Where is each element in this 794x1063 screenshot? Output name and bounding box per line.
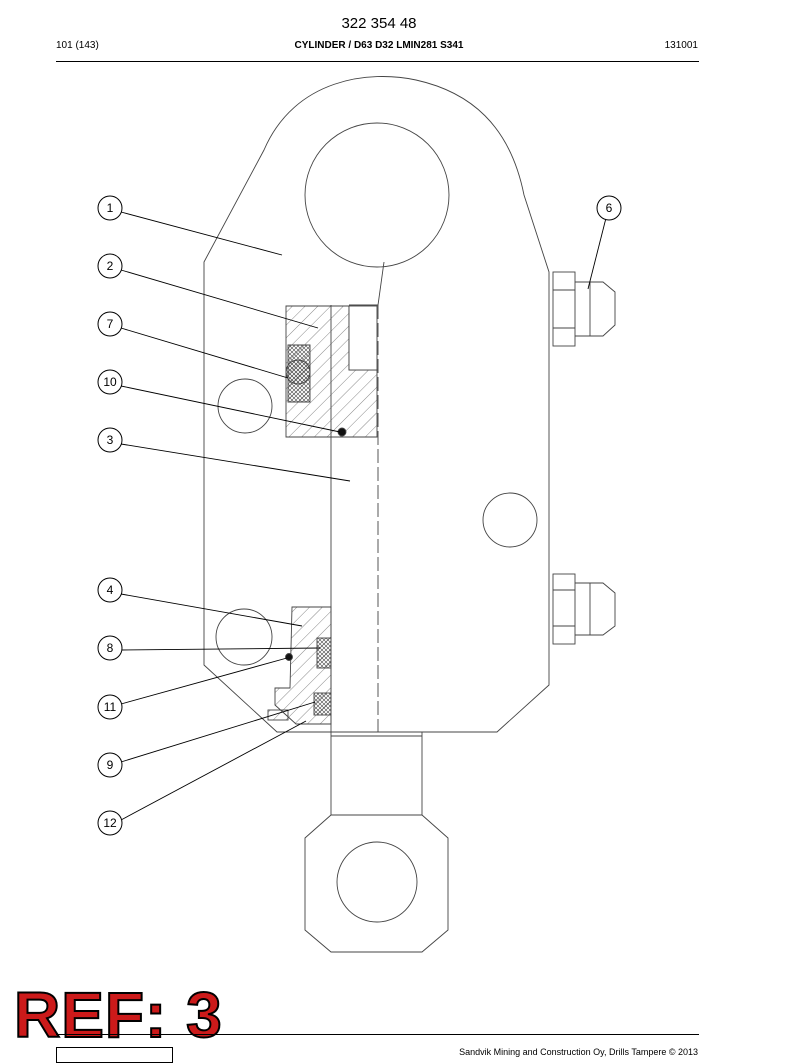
callout-4: 4 xyxy=(97,577,123,603)
page-title: CYLINDER / D63 D32 LMIN281 S341 xyxy=(294,40,464,51)
svg-text:10: 10 xyxy=(103,375,117,389)
callout-2: 2 xyxy=(97,253,123,279)
svg-text:7: 7 xyxy=(107,317,114,331)
part-code: 131001 xyxy=(664,40,698,51)
ref-stamp: REF: 3 xyxy=(13,979,223,1051)
piston-o-ring xyxy=(285,359,311,385)
callout-10: 10 xyxy=(97,369,123,395)
svg-text:2: 2 xyxy=(107,259,114,273)
port-circle-right xyxy=(482,492,538,548)
svg-text:9: 9 xyxy=(107,758,114,772)
bottom-eye-outline xyxy=(304,814,449,953)
svg-text:12: 12 xyxy=(103,816,117,830)
document-number: 322 354 48 xyxy=(341,15,417,32)
cylinder-body-outline xyxy=(203,76,550,733)
callout-3: 3 xyxy=(97,427,123,453)
footer-copyright: Sandvik Mining and Construction Oy, Dril… xyxy=(459,1047,698,1057)
page-number: 101 (143) xyxy=(56,40,99,51)
bottom-eye-bore xyxy=(336,841,418,923)
port-circle-left xyxy=(217,378,273,434)
eye-slot xyxy=(349,261,385,306)
svg-text:11: 11 xyxy=(104,700,117,714)
callout-6: 6 xyxy=(596,195,622,221)
callout-8: 8 xyxy=(97,635,123,661)
callout-1: 1 xyxy=(97,195,123,221)
svg-text:8: 8 xyxy=(107,641,114,655)
fitting-top-hex xyxy=(552,271,576,347)
svg-text:3: 3 xyxy=(107,433,114,447)
svg-text:6: 6 xyxy=(606,201,613,215)
callout-11: 11 xyxy=(97,694,123,720)
footer-rule xyxy=(56,1034,699,1035)
company-logo xyxy=(56,1047,173,1063)
port-circle-lower xyxy=(215,608,273,666)
fitting-bottom-hex xyxy=(552,573,576,645)
callout-9: 9 xyxy=(97,752,123,778)
svg-text:4: 4 xyxy=(107,583,114,597)
callout-12: 12 xyxy=(97,810,123,836)
top-eye-bore xyxy=(304,122,450,268)
svg-text:1: 1 xyxy=(107,201,114,215)
header-rule xyxy=(56,61,699,62)
callout-7: 7 xyxy=(97,311,123,337)
small-ball-11 xyxy=(285,653,293,661)
